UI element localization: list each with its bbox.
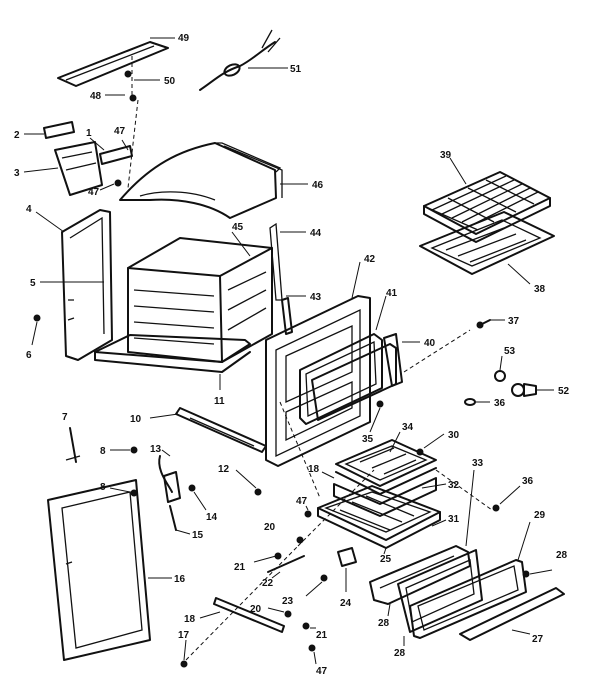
drawer-panels xyxy=(369,469,565,646)
label-42: 42 xyxy=(364,254,376,265)
label-8-lower: 8 xyxy=(100,482,106,493)
door-hinge-rail xyxy=(149,407,267,496)
label-48: 48 xyxy=(90,91,102,102)
oven-door-frame xyxy=(265,261,420,467)
label-4: 4 xyxy=(26,204,32,215)
label-47-top: 47 xyxy=(114,126,126,137)
label-18-lower: 18 xyxy=(184,614,196,625)
label-47-center: 47 xyxy=(296,496,308,507)
side-panel xyxy=(31,209,113,361)
label-10: 10 xyxy=(130,414,142,425)
drawer-hardware-center xyxy=(180,505,357,668)
oven-cavity xyxy=(40,222,306,390)
bracket-parts xyxy=(23,121,133,196)
label-35: 35 xyxy=(362,434,374,445)
label-36-upper: 36 xyxy=(494,398,506,409)
label-2: 2 xyxy=(14,130,20,141)
oven-rack xyxy=(423,157,551,243)
label-52: 52 xyxy=(558,386,570,397)
label-28-lower: 28 xyxy=(378,618,390,629)
label-37: 37 xyxy=(508,316,520,327)
label-38: 38 xyxy=(534,284,546,295)
door-hardware-left xyxy=(65,427,207,535)
small-hardware-right xyxy=(464,319,554,406)
label-34: 34 xyxy=(402,422,414,433)
label-53: 53 xyxy=(504,346,516,357)
label-21-upper: 21 xyxy=(234,562,246,573)
label-32: 32 xyxy=(448,480,460,491)
label-18-center: 18 xyxy=(308,464,320,475)
label-47-mid: 47 xyxy=(88,187,100,198)
label-15: 15 xyxy=(192,530,204,541)
label-43: 43 xyxy=(310,292,322,303)
label-17: 17 xyxy=(178,630,190,641)
label-24: 24 xyxy=(340,598,352,609)
label-21-lower: 21 xyxy=(316,630,328,641)
label-31: 31 xyxy=(448,514,460,525)
label-20-upper: 20 xyxy=(264,522,276,533)
label-16: 16 xyxy=(174,574,186,585)
label-13: 13 xyxy=(150,444,162,455)
label-50: 50 xyxy=(164,76,176,87)
label-11: 11 xyxy=(214,396,225,407)
label-20-lower: 20 xyxy=(250,604,262,615)
label-29: 29 xyxy=(534,510,546,521)
label-46: 46 xyxy=(312,180,324,191)
label-49: 49 xyxy=(178,33,190,44)
part-number-labels: 49 50 48 51 47 2 1 3 47 46 4 45 44 42 5 … xyxy=(14,33,570,677)
label-26: 28 xyxy=(394,648,406,659)
label-14: 14 xyxy=(206,512,218,523)
label-27: 27 xyxy=(532,634,544,645)
heating-element-assembly xyxy=(317,400,447,555)
broiler-pan xyxy=(419,211,555,285)
label-47-bottom: 47 xyxy=(316,666,328,677)
label-1: 1 xyxy=(86,128,92,139)
label-7: 7 xyxy=(62,412,68,423)
label-36-lower: 36 xyxy=(522,476,534,487)
label-12: 12 xyxy=(218,464,230,475)
oven-top-cover xyxy=(119,142,308,219)
label-28-right: 28 xyxy=(556,550,568,561)
label-25: 25 xyxy=(380,554,392,565)
label-51: 51 xyxy=(290,64,302,75)
label-39: 39 xyxy=(440,150,452,161)
wiring-harness xyxy=(199,29,288,91)
oven-outer-door xyxy=(47,479,172,661)
label-33: 33 xyxy=(472,458,484,469)
label-40: 40 xyxy=(424,338,436,349)
label-44: 44 xyxy=(310,228,322,239)
label-8-upper: 8 xyxy=(100,446,106,457)
label-45: 45 xyxy=(232,222,244,233)
label-5: 5 xyxy=(30,278,36,289)
label-41: 41 xyxy=(386,288,398,299)
assembly-guide-lines xyxy=(127,99,493,661)
label-22: 22 xyxy=(262,578,274,589)
label-3: 3 xyxy=(14,168,20,179)
label-6: 6 xyxy=(26,350,32,361)
top-trim-strip xyxy=(57,37,175,102)
label-30: 30 xyxy=(448,430,460,441)
label-23: 23 xyxy=(282,596,294,607)
